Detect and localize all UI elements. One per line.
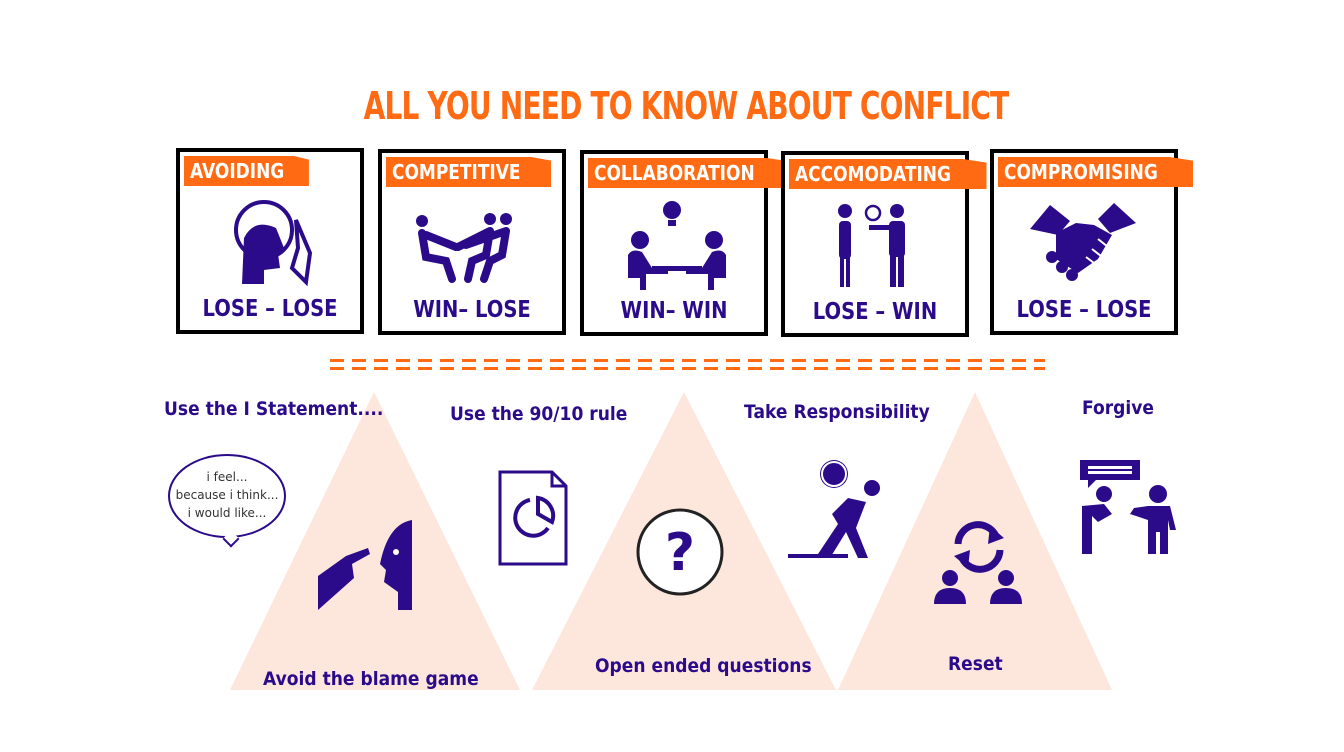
speech-bubble: i feel... because i think... i would lik…: [168, 454, 286, 538]
people-smile-icon: [838, 204, 905, 287]
blame-finger-icon: [318, 520, 412, 610]
style-label: AVOIDING: [184, 156, 309, 186]
tip-90-10-rule: Use the 90/10 rule: [450, 403, 628, 425]
question-mark-icon: ?: [636, 508, 724, 596]
triangle-3: [838, 392, 1112, 690]
style-card-accomodating: ACCOMODATING LOSE – WIN: [781, 151, 987, 337]
style-outcome: WIN– LOSE: [413, 297, 531, 323]
style-outcome: LOSE – LOSE: [1016, 297, 1152, 323]
tip-take-responsibility: Take Responsibility: [744, 401, 930, 423]
tip-forgive: Forgive: [1082, 397, 1155, 419]
meeting-lightbulb-icon: [628, 201, 726, 290]
handshake-icon: [1030, 203, 1136, 281]
page-title: ALL YOU NEED TO KNOW ABOUT CONFLICT: [363, 84, 1010, 128]
person-carrying-globe-icon: [788, 460, 880, 558]
style-label: COMPETITIVE: [386, 157, 552, 187]
forgive-people-icon: [1080, 460, 1176, 554]
style-card-collaboration: COLLABORATION WIN– WIN: [580, 150, 792, 336]
head-covering-ear-icon: [234, 200, 313, 287]
tip-open-questions: Open ended questions: [595, 655, 812, 677]
style-label: COMPROMISING: [998, 157, 1193, 187]
style-label: ACCOMODATING: [789, 159, 987, 189]
tip-i-statement: Use the I Statement....: [164, 398, 384, 420]
tip-reset: Reset: [948, 653, 1003, 675]
divider-bottom: [330, 367, 1045, 370]
bubble-line: i would like...: [187, 506, 267, 520]
document-pie-chart-icon: [498, 470, 568, 566]
style-outcome: LOSE – WIN: [812, 299, 938, 325]
style-outcome: WIN– WIN: [620, 298, 728, 324]
triangle-1: [230, 392, 520, 690]
style-label: COLLABORATION: [588, 158, 792, 188]
style-card-competitive: COMPETITIVE WIN– LOSE: [378, 149, 566, 335]
style-card-compromising: COMPROMISING LOSE – LOSE: [990, 149, 1193, 335]
style-outcome: LOSE – LOSE: [202, 296, 338, 322]
divider-top: [330, 359, 1045, 362]
reset-people-icon: [934, 521, 1022, 604]
svg-text:?: ?: [665, 523, 695, 583]
tip-avoid-blame: Avoid the blame game: [263, 668, 479, 690]
bubble-line: because i think...: [175, 488, 279, 502]
bubble-line: i feel...: [206, 470, 248, 484]
tug-of-war-icon: [416, 213, 512, 283]
style-card-avoiding: AVOIDING LOSE – LOSE: [176, 148, 364, 334]
